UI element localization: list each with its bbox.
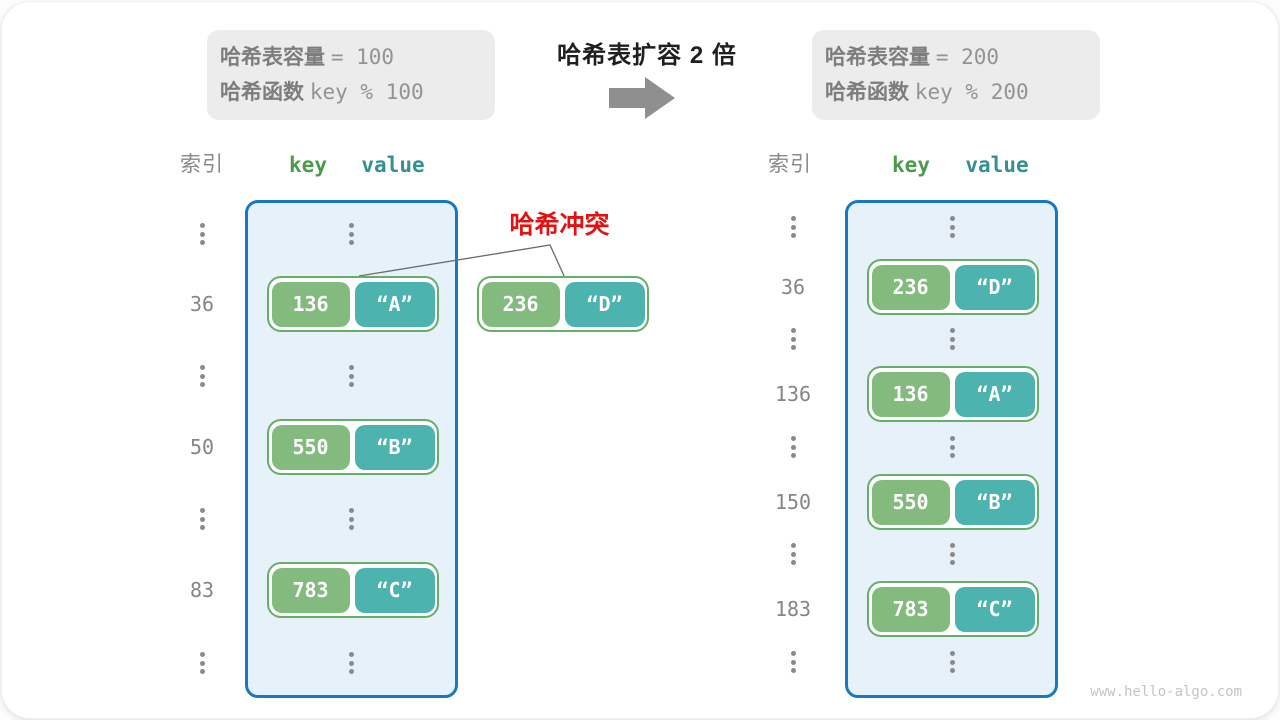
pair-value-cell: “B” [354, 424, 435, 470]
expand-arrow-icon [609, 77, 675, 119]
pair-value-cell: “C” [954, 586, 1035, 632]
hash-fn-label: 哈希函数 [220, 81, 304, 104]
left-index-50: 50 [189, 435, 215, 459]
ellipsis-icon [927, 651, 977, 673]
ellipsis-icon [177, 223, 227, 245]
pair-550-B: 550 “B” [267, 419, 439, 475]
arrow-head [645, 77, 675, 119]
pair-key-cell: 783 [871, 586, 950, 632]
pair-value-cell: “A” [354, 281, 435, 327]
ellipsis-icon [326, 652, 376, 674]
right-index-150: 150 [774, 490, 812, 514]
ellipsis-icon [326, 365, 376, 387]
hash-fn-value: key % 100 [309, 80, 424, 104]
pair-key-cell: 550 [271, 424, 350, 470]
left-header-key: key [289, 153, 327, 177]
capacity-label: 哈希表容量 [825, 46, 930, 69]
capacity-value: = 100 [330, 45, 395, 69]
capacity-label: 哈希表容量 [220, 46, 325, 69]
pair-value-cell: “D” [564, 281, 645, 327]
collision-label: 哈希冲突 [509, 211, 610, 239]
ellipsis-icon [927, 436, 977, 458]
left-index-36: 36 [189, 292, 215, 316]
pair-key-cell: 236 [481, 281, 560, 327]
ellipsis-icon [326, 508, 376, 530]
pair-value-cell: “D” [954, 264, 1035, 310]
hash-fn-line: 哈希函数 key % 200 [825, 77, 1100, 108]
pair-key-cell: 550 [871, 479, 950, 525]
pair-value-cell: “B” [954, 479, 1035, 525]
capacity-line: 哈希表容量 = 200 [825, 42, 1100, 73]
hash-fn-line: 哈希函数 key % 100 [220, 77, 495, 108]
capacity-value: = 200 [935, 45, 1000, 69]
left-header-value: value [361, 153, 425, 177]
ellipsis-icon [177, 652, 227, 674]
ellipsis-icon [768, 436, 818, 458]
watermark: www.hello-algo.com [1090, 684, 1242, 700]
right-header-value: value [965, 153, 1029, 177]
ellipsis-icon [927, 216, 977, 238]
left-index-83: 83 [189, 578, 215, 602]
hash-fn-label: 哈希函数 [825, 81, 909, 104]
info-box-before: 哈希表容量 = 100 哈希函数 key % 100 [207, 30, 495, 120]
diagram-title: 哈希表扩容 2 倍 [557, 42, 737, 69]
right-header-index: 索引 [768, 153, 812, 176]
ellipsis-icon [768, 328, 818, 350]
ellipsis-icon [177, 508, 227, 530]
ellipsis-icon [768, 651, 818, 673]
pair-236-D-colliding: 236 “D” [477, 276, 649, 332]
arrow-bar [609, 88, 646, 108]
pair-key-cell: 136 [871, 371, 950, 417]
pair-236-D: 236 “D” [867, 259, 1039, 315]
right-index-136: 136 [774, 382, 812, 406]
ellipsis-icon [177, 365, 227, 387]
pair-key-cell: 136 [271, 281, 350, 327]
ellipsis-icon [326, 223, 376, 245]
pair-136-A: 136 “A” [867, 366, 1039, 422]
left-header-index: 索引 [180, 153, 224, 176]
ellipsis-icon [927, 328, 977, 350]
right-index-183: 183 [774, 597, 812, 621]
pair-783-C: 783 “C” [267, 562, 439, 618]
ellipsis-icon [768, 216, 818, 238]
capacity-line: 哈希表容量 = 100 [220, 42, 495, 73]
ellipsis-icon [768, 543, 818, 565]
pair-136-A: 136 “A” [267, 276, 439, 332]
info-box-after: 哈希表容量 = 200 哈希函数 key % 200 [812, 30, 1100, 120]
right-header-key: key [892, 153, 930, 177]
pair-key-cell: 236 [871, 264, 950, 310]
right-index-36: 36 [780, 275, 806, 299]
pair-550-B: 550 “B” [867, 474, 1039, 530]
pair-783-C: 783 “C” [867, 581, 1039, 637]
pair-key-cell: 783 [271, 567, 350, 613]
pair-value-cell: “A” [954, 371, 1035, 417]
pair-value-cell: “C” [354, 567, 435, 613]
hash-fn-value: key % 200 [914, 80, 1029, 104]
ellipsis-icon [927, 543, 977, 565]
